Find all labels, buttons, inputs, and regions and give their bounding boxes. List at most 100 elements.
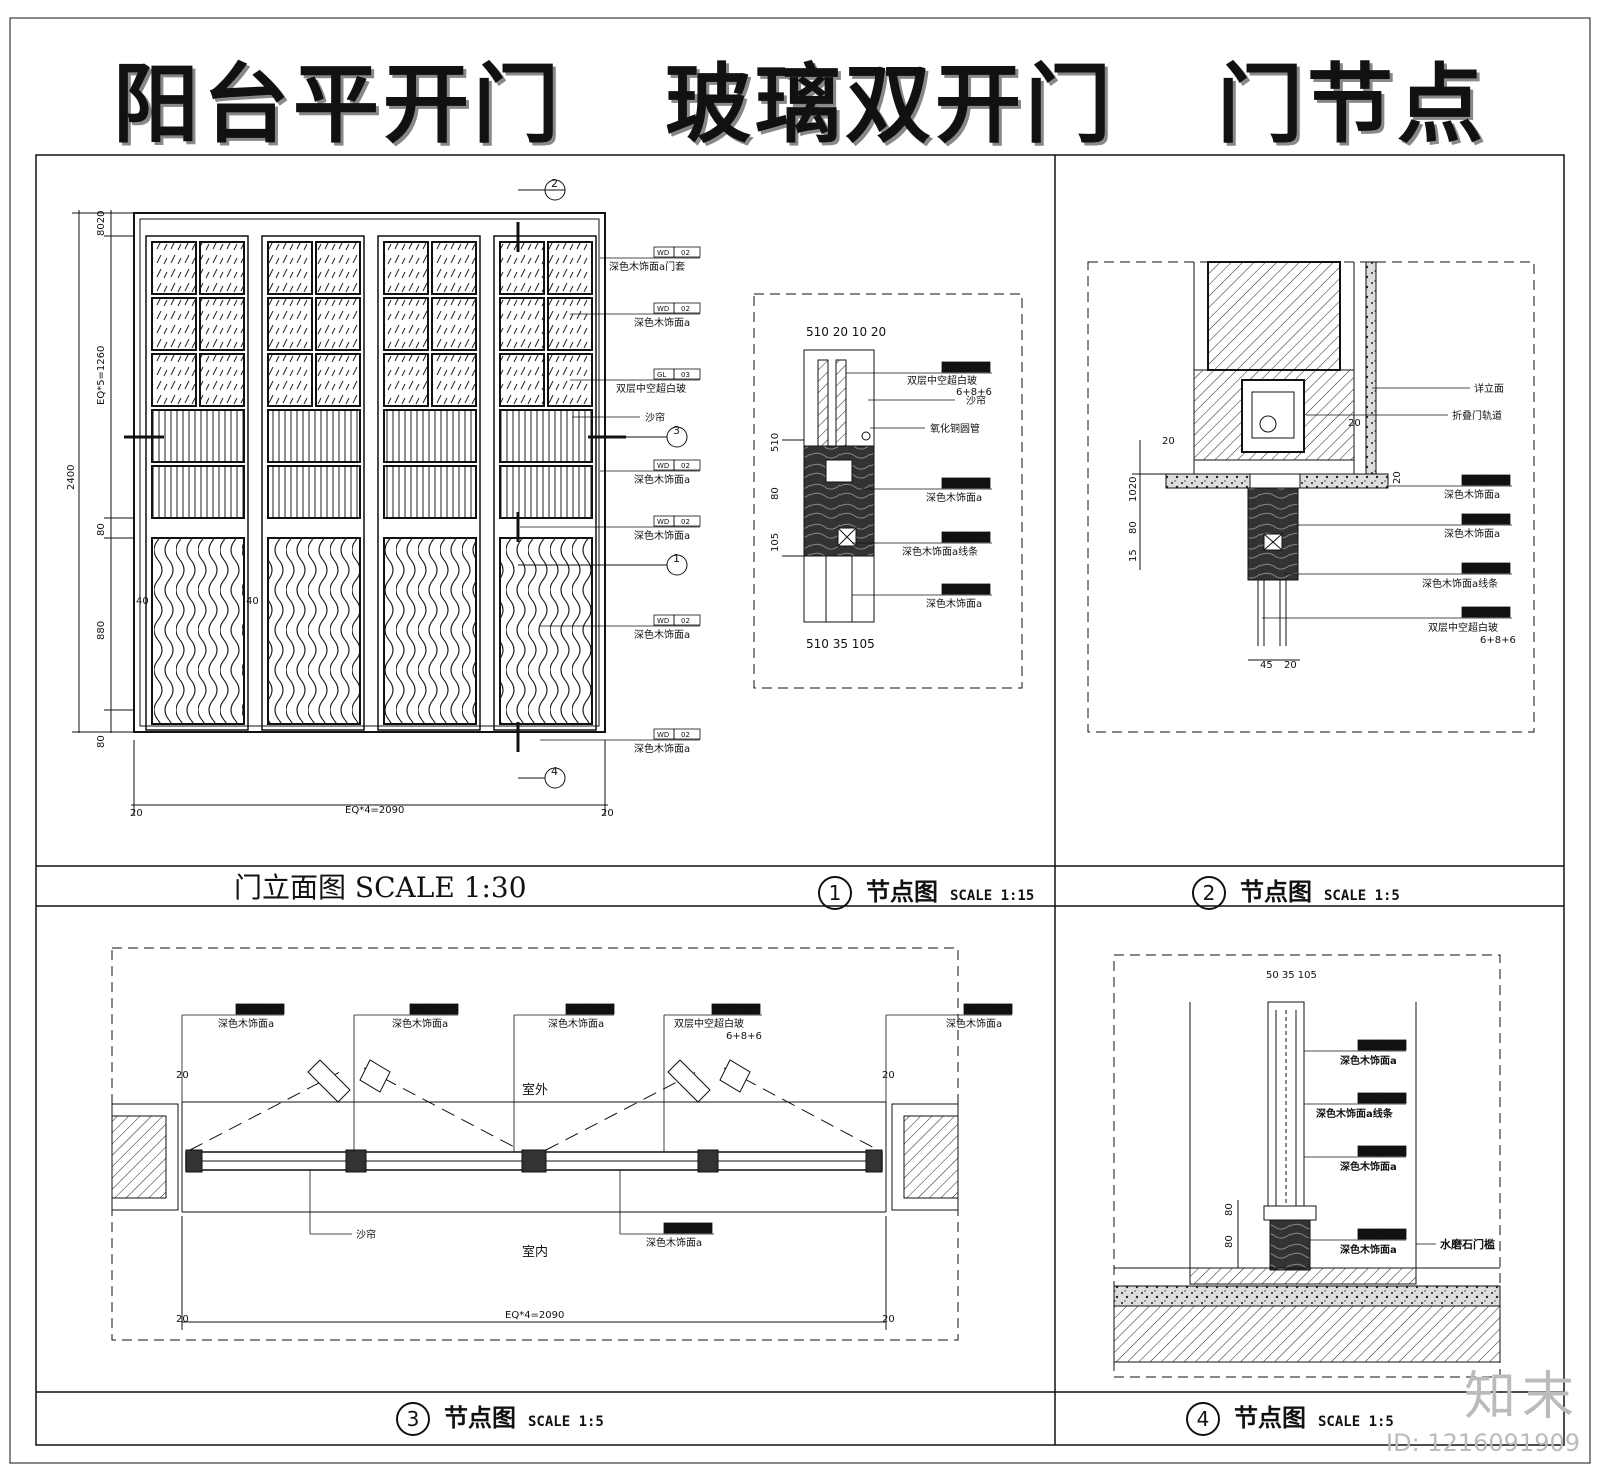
node3-plan — [111, 947, 959, 1341]
elevation-markers: 2 3 1 4 — [518, 177, 688, 789]
n3-tag3-code: WD — [569, 1006, 581, 1014]
elevation-dim-text: 8020 EQ*5=1260 2400 80 880 80 EQ*4=2090 … — [66, 211, 614, 819]
n1-bot-dims: 510 35 105 — [806, 637, 875, 651]
page-title: 阳台平开门 玻璃双开门 门节点 — [0, 34, 1600, 159]
n1-tag1-code: GL — [945, 364, 954, 372]
el-tag7-code: WD — [657, 617, 669, 625]
n2-tag5-code: WD — [1465, 565, 1477, 573]
el-tag4-text: 沙帘 — [645, 411, 665, 424]
n2-tag6-text: 双层中空超白玻 — [1428, 621, 1498, 634]
el-tag6-code: WD — [657, 518, 669, 526]
n4-tag3-text: 深色木饰面a — [1340, 1160, 1397, 1173]
el-tag1-code: WD — [657, 249, 669, 257]
n4-top-dims: 50 35 105 — [1266, 970, 1317, 981]
n2-tag5-no: 02 — [1491, 565, 1500, 573]
n1-d80: 80 — [770, 487, 781, 500]
n3-tag4-no: 03 — [741, 1006, 750, 1014]
node1-labels: 510 20 10 20 510 35 105 510 80 105 GL 03… — [770, 325, 992, 651]
n2-tag3-no: 02 — [1491, 477, 1500, 485]
n3-tag2-text: 深色木饰面a — [392, 1017, 448, 1030]
n2-d1020: 1020 — [1128, 477, 1139, 502]
n1-tag6-text: 深色木饰面a — [926, 597, 982, 610]
door-elevation — [72, 210, 626, 815]
n1-d510: 510 — [770, 433, 781, 452]
dim-80a: 80 — [96, 523, 107, 536]
el-tag3-text: 双层中空超白玻 — [616, 382, 686, 395]
el-tag5-code: WD — [657, 462, 669, 470]
n4-tag1-code: WD — [1361, 1042, 1373, 1050]
n4-tag5-text: 水磨石门槛 — [1440, 1237, 1495, 1251]
caption-node4-scale: SCALE 1:5 — [1318, 1414, 1394, 1430]
n3-tag1-no: 02 — [265, 1006, 274, 1014]
caption-node1-num: 1 — [818, 876, 852, 910]
n2-d80: 80 — [1128, 521, 1139, 534]
n3-tag1-text: 深色木饰面a — [218, 1017, 274, 1030]
caption-node2-scale: SCALE 1:5 — [1324, 888, 1400, 904]
n2-d20c: 20 — [1392, 471, 1403, 484]
dim-bottom: EQ*4=2090 — [345, 805, 404, 816]
marker-1: 1 — [673, 552, 680, 565]
el-tag7-text: 深色木饰面a — [634, 628, 690, 641]
el-tag2-text: 深色木饰面a — [634, 316, 690, 329]
n1-tag1-sub: 6+8+6 — [956, 387, 992, 398]
node2-labels: 20 20 1020 80 15 20 45 20 详立面 折叠门轨道 WD 0… — [1128, 382, 1516, 671]
n1-tag1-no: 03 — [971, 364, 980, 372]
dim-20-left: 20 — [130, 808, 143, 819]
dim-80b: 80 — [96, 735, 107, 748]
n3-outside: 室外 — [522, 1082, 548, 1098]
caption-node1-label: 节点图 — [866, 878, 938, 906]
node2-detail — [1087, 261, 1535, 733]
el-tag7-no: 02 — [681, 617, 690, 625]
n2-tag3-code: WD — [1465, 477, 1477, 485]
caption-node3-label: 节点图 — [444, 1404, 516, 1432]
n3-tag2-code: WD — [413, 1006, 425, 1014]
dim-total: 2400 — [66, 465, 77, 490]
n3-tag4-code: GL — [715, 1006, 724, 1014]
n1-tag6-code: WD — [945, 586, 957, 594]
dim-880: 880 — [96, 621, 107, 640]
n3-d20b: 20 — [882, 1070, 895, 1081]
n3-tag2-no: 02 — [439, 1006, 448, 1014]
n1-tag2-text: 沙帘 — [966, 394, 986, 407]
title-part1: 阳台平开门 — [113, 55, 564, 155]
door-leaves — [145, 235, 597, 731]
wood-panels — [151, 537, 593, 725]
dim-40b: 40 — [246, 596, 259, 607]
n3-tag7-no: 02 — [693, 1225, 702, 1233]
caption-node2-num: 2 — [1192, 876, 1226, 910]
n2-tag3-text: 深色木饰面a — [1444, 488, 1500, 501]
el-tag8-text: 深色木饰面a — [634, 742, 690, 755]
el-tag1-no: 02 — [681, 249, 690, 257]
n3-tag5-text: 深色木饰面a — [946, 1017, 1002, 1030]
watermark: 知末 ID: 1216091909 — [1386, 1354, 1580, 1457]
caption-elevation: 门立面图 SCALE 1:30 — [234, 871, 527, 904]
n2-d20b: 20 — [1348, 418, 1361, 429]
n3-d20d: 20 — [882, 1314, 895, 1325]
n4-d80a: 80 — [1224, 1203, 1235, 1216]
n1-tag6-no: 02 — [971, 586, 980, 594]
n3-d20c: 20 — [176, 1314, 189, 1325]
n3-tag5-no: 02 — [993, 1006, 1002, 1014]
dim-20-right: 20 — [601, 808, 614, 819]
n2-d20a: 20 — [1162, 436, 1175, 447]
n1-tag4-no: 02 — [971, 480, 980, 488]
n2-tag1-text: 详立面 — [1474, 382, 1504, 395]
n1-tag3-text: 氧化铜圆管 — [930, 422, 980, 435]
caption-node2: 2 节点图 SCALE 1:5 — [1192, 872, 1400, 910]
n2-d20d: 20 — [1284, 660, 1297, 671]
n1-tag5-text: 深色木饰面a线条 — [902, 545, 978, 558]
el-tag8-no: 02 — [681, 731, 690, 739]
dim-40a: 40 — [136, 596, 149, 607]
caption-node3-num: 3 — [396, 1402, 430, 1436]
el-tag3-code: GL — [657, 371, 666, 379]
marker-4: 4 — [551, 765, 558, 778]
elevation-tags: WD 02 深色木饰面a门套 WD 02 深色木饰面a GL 03 双层中空超白… — [520, 246, 701, 755]
el-tag6-text: 深色木饰面a — [634, 529, 690, 542]
caption-node2-label: 节点图 — [1240, 878, 1312, 906]
n4-tag2-code: WD — [1361, 1095, 1373, 1103]
n3-inside: 室内 — [522, 1244, 548, 1260]
n1-tag1-text: 双层中空超白玻 — [907, 374, 977, 387]
